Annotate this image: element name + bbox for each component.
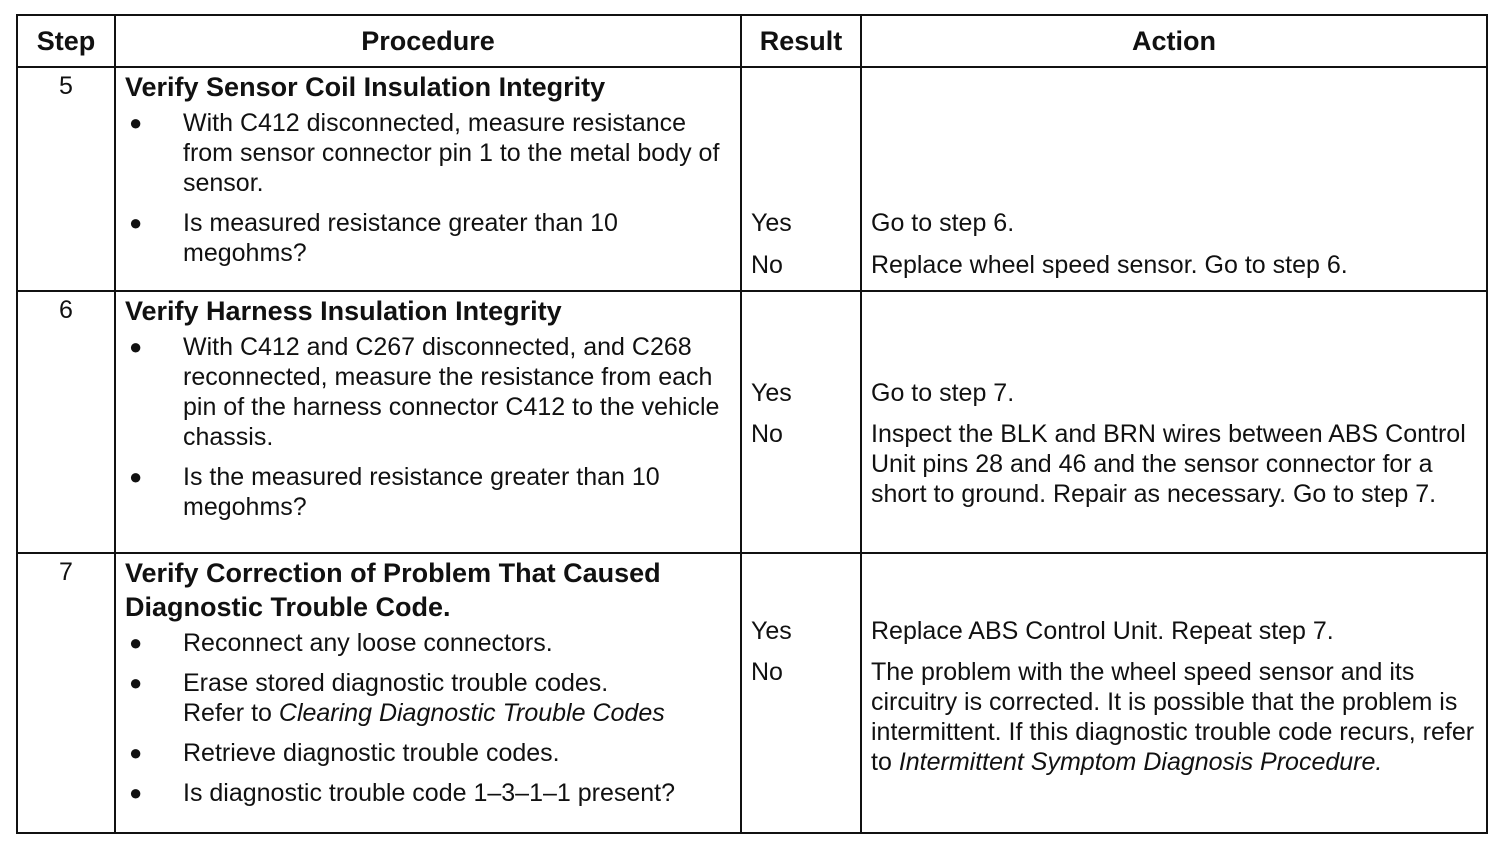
result-no: No: [751, 251, 783, 279]
action-no: The problem with the wheel speed sensor …: [871, 658, 1475, 776]
step-number: 5: [59, 72, 73, 100]
procedure-bullet: ●Is diagnostic trouble code 1–3–1–1 pres…: [129, 779, 676, 807]
column-header-action: Action: [860, 14, 1488, 68]
procedure-bullet: ●With C412 and C267 disconnected, and C2…: [129, 333, 720, 451]
result-yes: Yes: [751, 379, 792, 407]
bullet-icon: ●: [129, 630, 143, 655]
action-cell: Replace ABS Control Unit. Repeat step 7.…: [860, 552, 1488, 834]
intermittent-procedure-ref: Intermittent Symptom Diagnosis Procedure…: [898, 748, 1383, 776]
step-cell: 5: [16, 66, 116, 292]
procedure-cell: Verify Correction of Problem That Caused…: [114, 552, 742, 834]
result-no: No: [751, 420, 783, 448]
result-yes: Yes: [751, 617, 792, 645]
column-header-step: Step: [16, 14, 116, 68]
procedure-bullet: ●Is the measured resistance greater than…: [129, 463, 660, 521]
procedure-title: Verify Sensor Coil Insulation Integrity: [125, 72, 606, 102]
table-row: 7 Verify Correction of Problem That Caus…: [16, 552, 1488, 834]
action-yes: Go to step 6.: [871, 209, 1015, 237]
column-header-procedure: Procedure: [114, 14, 742, 68]
clearing-codes-ref: Clearing Diagnostic Trouble Codes: [278, 699, 665, 727]
procedure-bullet: ●Reconnect any loose connectors.: [129, 629, 553, 657]
procedure-bullet: ●Retrieve diagnostic trouble codes.: [129, 739, 560, 767]
procedure-cell: Verify Harness Insulation Integrity ●Wit…: [114, 290, 742, 554]
result-cell: Yes No: [740, 552, 862, 834]
action-cell: Go to step 6. Replace wheel speed sensor…: [860, 66, 1488, 292]
procedure-bullet: ●Is measured resistance greater than 10 …: [129, 209, 618, 267]
bullet-icon: ●: [129, 670, 143, 695]
action-yes: Replace ABS Control Unit. Repeat step 7.: [871, 617, 1334, 645]
action-no: Inspect the BLK and BRN wires between AB…: [871, 420, 1466, 508]
step-cell: 7: [16, 552, 116, 834]
step-number: 6: [59, 296, 73, 324]
clearing-codes-ref-prefix: Refer to: [183, 699, 272, 727]
bullet-icon: ●: [129, 110, 143, 135]
result-no: No: [751, 658, 783, 686]
table-row: 6 Verify Harness Insulation Integrity ●W…: [16, 290, 1488, 554]
step-cell: 6: [16, 290, 116, 554]
procedure-cell: Verify Sensor Coil Insulation Integrity …: [114, 66, 742, 292]
bullet-icon: ●: [129, 780, 143, 805]
bullet-icon: ●: [129, 334, 143, 359]
action-no: Replace wheel speed sensor. Go to step 6…: [871, 251, 1348, 279]
action-cell: Go to step 7. Inspect the BLK and BRN wi…: [860, 290, 1488, 554]
action-yes: Go to step 7.: [871, 379, 1015, 407]
bullet-icon: ●: [129, 740, 143, 765]
result-yes: Yes: [751, 209, 792, 237]
bullet-icon: ●: [129, 210, 143, 235]
result-cell: Yes No: [740, 290, 862, 554]
table-row: 5 Verify Sensor Coil Insulation Integrit…: [16, 66, 1488, 292]
table-header-row: Step Procedure Result Action: [16, 14, 1488, 68]
procedure-title: Verify Correction of Problem That Caused…: [125, 558, 661, 622]
procedure-bullet: ●Erase stored diagnostic trouble codes.R…: [129, 669, 665, 727]
bullet-icon: ●: [129, 464, 143, 489]
result-cell: Yes No: [740, 66, 862, 292]
column-header-result: Result: [740, 14, 862, 68]
step-number: 7: [59, 558, 73, 586]
diagnostic-table: Step Procedure Result Action 5 Verify Se…: [16, 14, 1488, 834]
procedure-title: Verify Harness Insulation Integrity: [125, 296, 562, 326]
procedure-bullet: ●With C412 disconnected, measure resista…: [129, 109, 720, 197]
